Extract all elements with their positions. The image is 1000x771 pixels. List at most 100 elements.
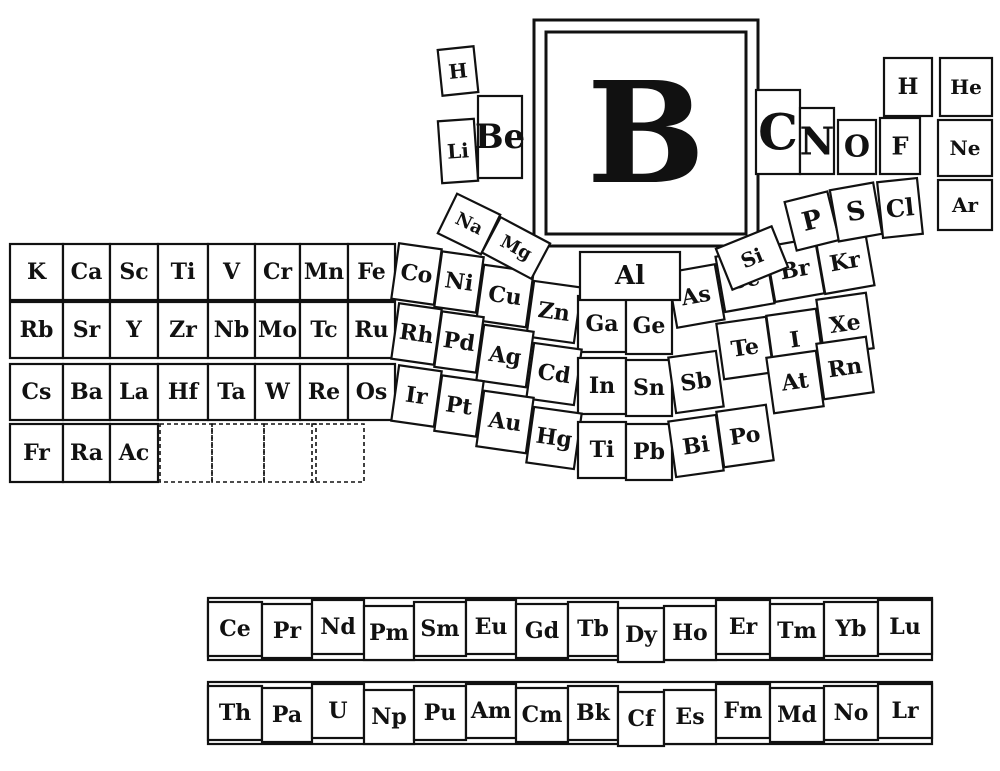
element-symbol: Ta <box>217 379 246 405</box>
element-cell-fr: Fr <box>8 422 65 484</box>
element-symbol: Hf <box>168 379 200 405</box>
element-cell-cd: Cd <box>525 341 583 407</box>
element-cell-ga: Ga <box>576 294 628 354</box>
element-symbol: As <box>678 281 713 312</box>
element-symbol: Zr <box>169 317 197 343</box>
cell-border <box>878 116 922 176</box>
element-cell-ag: Ag <box>475 323 535 389</box>
cell-border <box>475 323 535 389</box>
element-cell-w: W <box>253 362 302 422</box>
cell-border <box>108 362 160 422</box>
cell-border <box>882 56 934 118</box>
cell-border <box>514 602 570 660</box>
element-cell-os: Os <box>346 362 397 422</box>
element-symbol: Cs <box>22 379 52 405</box>
cell-border <box>260 602 314 660</box>
element-cell-sc: Sc <box>108 242 160 302</box>
element-symbol: O <box>844 130 870 165</box>
element-symbol: Mn <box>304 259 344 285</box>
element-cell-nb: Nb <box>206 300 257 360</box>
element-symbol: Rb <box>20 317 54 343</box>
element-symbol: Sm <box>420 616 459 642</box>
cell-border <box>714 224 790 292</box>
cell-border <box>362 604 416 662</box>
element-cell-at: At <box>765 349 825 415</box>
element-cell-s: S <box>828 181 884 243</box>
element-cell-tm: Tm <box>768 602 826 660</box>
element-symbol: Re <box>308 379 340 405</box>
element-symbol: F <box>891 132 908 161</box>
element-symbol: No <box>834 700 869 726</box>
element-cell-ir: Ir <box>390 364 443 428</box>
element-symbol: Al <box>614 261 645 291</box>
element-symbol: Pd <box>441 327 476 357</box>
cell-border <box>822 600 880 658</box>
element-cell-cm: Cm <box>514 686 570 744</box>
element-symbol: Cr <box>263 259 293 285</box>
element-symbol: Tm <box>777 618 817 644</box>
element-cell-cl: Cl <box>875 176 925 240</box>
element-cell-n: N <box>798 106 836 176</box>
element-symbol: Es <box>675 704 704 730</box>
element-cell-nd: Nd <box>310 598 366 656</box>
element-cell-ne: Ne <box>936 118 994 178</box>
cell-border <box>8 300 65 360</box>
cell-border <box>662 688 718 746</box>
element-cell-ca: Ca <box>61 242 112 302</box>
element-symbol: Lu <box>889 614 920 640</box>
element-symbol: Ra <box>70 440 103 466</box>
cell-border <box>346 242 397 302</box>
element-cell-pb: Pb <box>624 422 674 482</box>
element-cell-al: Al <box>578 250 682 302</box>
element-cell-u: U <box>310 682 366 740</box>
element-cell-au: Au <box>475 389 535 455</box>
element-cell-te: Te <box>715 315 775 381</box>
element-symbol: Mo <box>258 317 297 343</box>
element-cell-ge: Ge <box>624 296 674 356</box>
element-symbol: Cm <box>522 702 563 728</box>
element-cell-ra: Ra <box>61 422 112 484</box>
element-symbol: Am <box>470 698 511 724</box>
element-cell-pr: Pr <box>260 602 314 660</box>
element-symbol: Nb <box>214 317 250 343</box>
element-symbol: Be <box>475 117 525 157</box>
element-cell-no: No <box>822 684 880 742</box>
element-cell-dy: Dy <box>616 606 666 664</box>
element-symbol: Ar <box>951 193 979 217</box>
element-symbol: Ba <box>70 379 103 405</box>
element-symbol: Gd <box>525 618 559 644</box>
element-cell-cu: Cu <box>475 263 535 329</box>
element-symbol: Ni <box>443 267 475 297</box>
element-symbol: I <box>788 326 802 353</box>
cell-border <box>875 176 925 240</box>
element-symbol: Zn <box>536 297 571 327</box>
cell-border <box>298 242 350 302</box>
element-cell-rb: Rb <box>8 300 65 360</box>
cell-border <box>8 242 65 302</box>
element-cell-p: P <box>783 190 841 252</box>
element-cell-rh: Rh <box>390 302 443 366</box>
element-cell-k: K <box>8 242 65 302</box>
element-symbol: Xe <box>828 309 862 339</box>
element-cell-ar: Ar <box>936 178 994 232</box>
element-symbol: Cd <box>536 359 572 389</box>
element-symbol: Sn <box>633 375 665 401</box>
element-symbol: Co <box>399 259 434 289</box>
cell-border <box>667 349 725 415</box>
element-cell-he: He <box>938 56 994 118</box>
empty-cell-placeholder <box>311 423 365 483</box>
element-symbol: Tc <box>310 317 337 343</box>
element-cell-es: Es <box>662 688 718 746</box>
element-symbol: Te <box>729 333 760 363</box>
empty-cell-placeholder <box>159 423 213 483</box>
element-symbol: Ag <box>486 341 523 371</box>
element-cells: KCaScTiVCrMnFeCoNiCuZnGaGeAsSeBrKrRbSrYZ… <box>8 45 994 748</box>
cell-border <box>61 422 112 484</box>
element-cell-ba: Ba <box>61 362 112 422</box>
element-symbol: Ne <box>949 136 980 160</box>
element-cell-bk: Bk <box>566 684 620 742</box>
element-symbol: Ir <box>404 382 430 411</box>
element-cell-ni: Ni <box>433 250 485 314</box>
cell-border <box>624 358 674 418</box>
